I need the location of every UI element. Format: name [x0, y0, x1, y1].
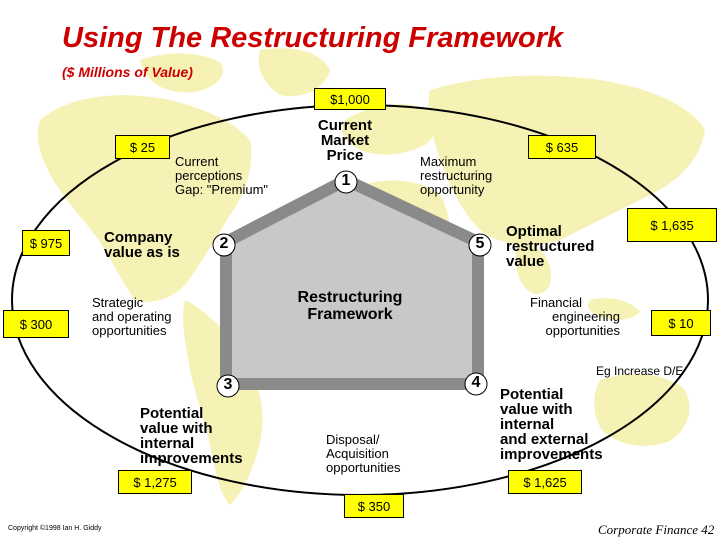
value-box-left-upper: $ 25 — [115, 135, 170, 159]
node-1-circle — [334, 170, 358, 194]
node-1-label: 1 — [341, 172, 351, 189]
copyright-text: Copyright ©1998 Ian H. Giddy — [8, 525, 102, 532]
node-circles — [212, 170, 492, 398]
value-box-far-right-lower: $ 10 — [651, 310, 711, 336]
center-label: Restructuring Framework — [297, 289, 403, 323]
node-2-circle — [212, 233, 236, 257]
course-page-label: Corporate Finance 42 — [598, 522, 715, 537]
node-3-circle — [216, 374, 240, 398]
value-box-bottom: $ 350 — [344, 494, 404, 518]
node-5-circle — [468, 233, 492, 257]
potential-internal-external-label: Potential value with internal and extern… — [500, 386, 603, 463]
value-box-far-right-upper: $ 1,635 — [627, 208, 717, 242]
node-4-label: 4 — [471, 374, 481, 391]
potential-internal-label: Potential value with internal improvemen… — [140, 405, 243, 467]
node-2-label: 2 — [219, 235, 229, 252]
value-box-far-left-upper: $ 975 — [22, 230, 70, 256]
disposal-acquisition-label: Disposal/ Acquisition opportunities — [326, 432, 401, 475]
node-3-label: 3 — [223, 376, 233, 393]
value-box-bottom-right: $ 1,625 — [508, 470, 582, 494]
value-box-right-upper: $ 635 — [528, 135, 596, 159]
node-4-circle — [464, 372, 488, 396]
current-perceptions-label: Current perceptions Gap: "Premium" — [175, 154, 269, 197]
value-box-top: $1,000 — [314, 88, 386, 110]
optimal-restructured-label: Optimal restructured value — [506, 223, 595, 270]
strategic-operating-label: Strategic and operating opportunities — [92, 295, 172, 338]
financial-engineering-label: Financial engineering opportunities — [530, 295, 620, 338]
page-subtitle: ($ Millions of Value) — [62, 64, 193, 80]
restructuring-pentagon — [220, 173, 484, 390]
company-value-label: Company value as is — [104, 229, 180, 261]
node-5-label: 5 — [475, 235, 485, 252]
value-box-bottom-left: $ 1,275 — [118, 470, 192, 494]
maximum-restructuring-label: Maximum restructuring opportunity — [420, 154, 493, 197]
page-title: Using The Restructuring Framework — [62, 22, 564, 54]
value-box-far-left-lower: $ 300 — [3, 310, 69, 338]
eg-increase-label: Eg Increase D/E — [596, 364, 684, 378]
current-market-price-label: Current Market Price — [317, 117, 373, 164]
